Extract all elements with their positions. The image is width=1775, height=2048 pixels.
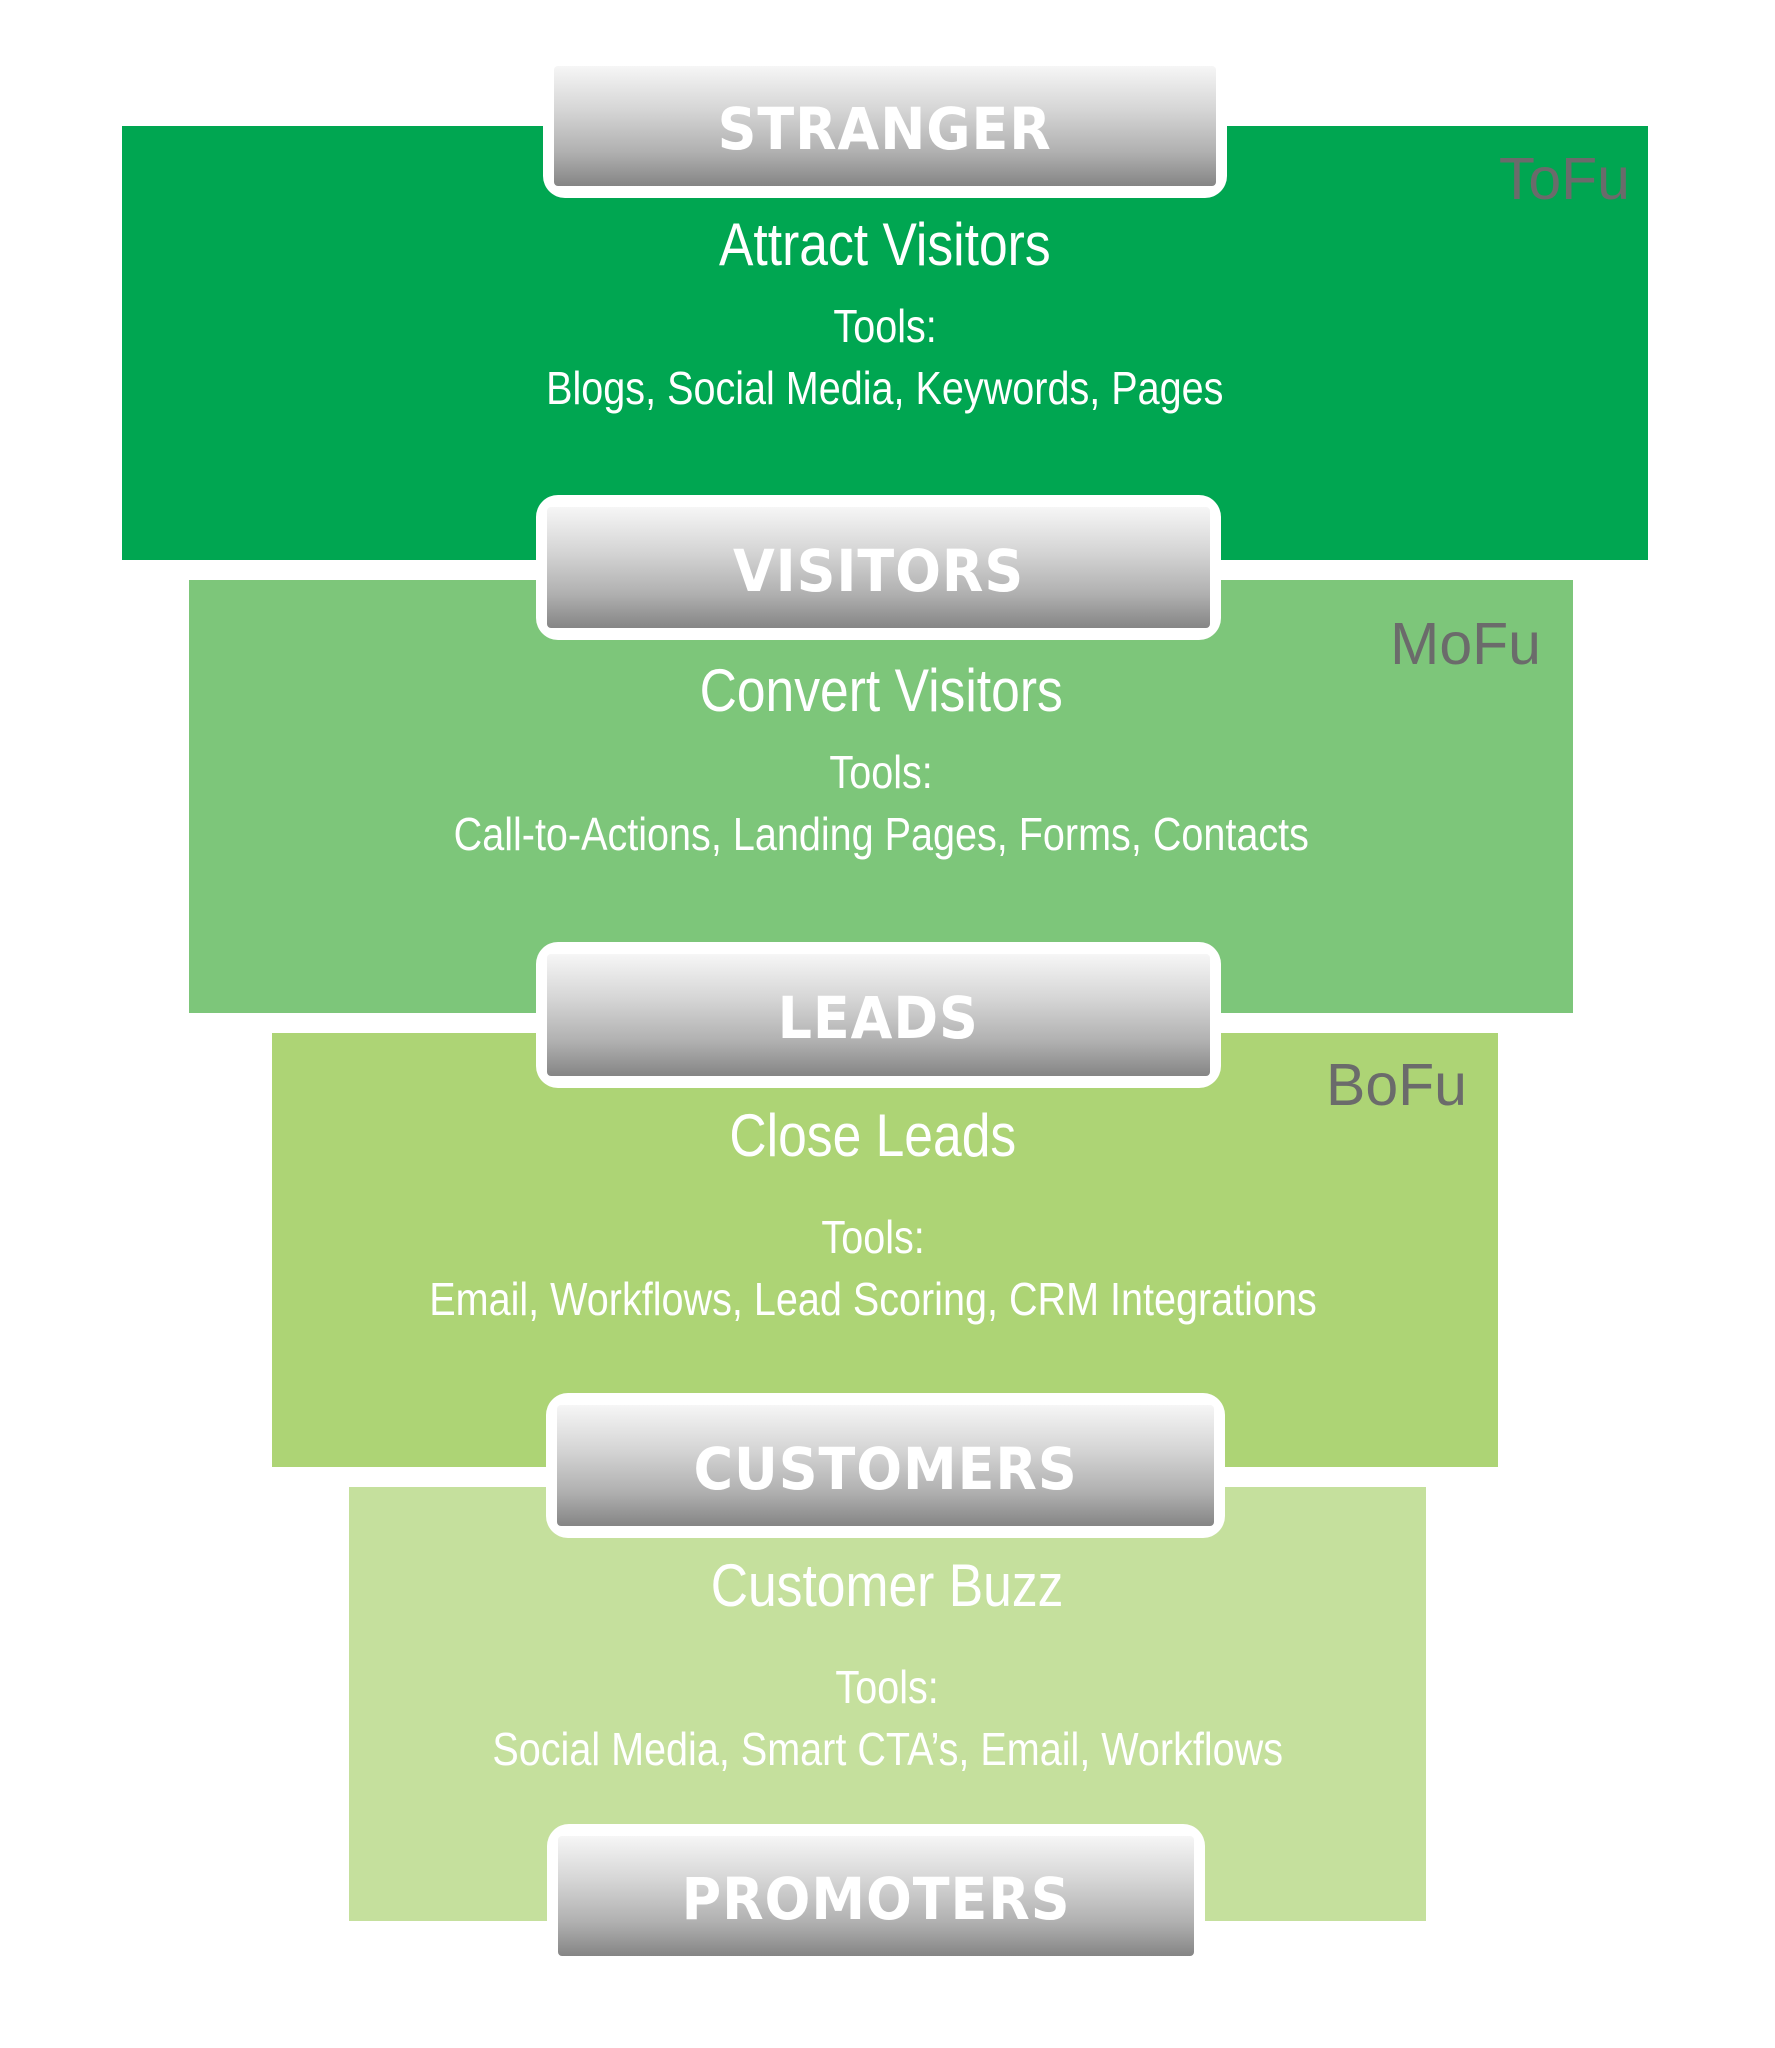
stage-content-close: Close Leads Tools: Email, Workflows, Lea… bbox=[248, 1102, 1498, 1325]
stage-heading: Attract Visitors bbox=[719, 211, 1051, 278]
stage-label-stranger: STRANGER bbox=[543, 54, 1227, 198]
stage-heading: Close Leads bbox=[729, 1102, 1017, 1169]
stage-box-close: BoFu Close Leads Tools: Email, Workflows… bbox=[272, 1033, 1498, 1467]
tools-list: Call-to-Actions, Landing Pages, Forms, C… bbox=[453, 808, 1309, 860]
tools-label: Tools: bbox=[821, 1211, 925, 1263]
funnel-tag-bofu: BoFu bbox=[1325, 1052, 1467, 1118]
stage-label-text: CUSTOMERS bbox=[693, 1434, 1078, 1503]
stage-content-delight: Customer Buzz Tools: Social Media, Smart… bbox=[349, 1552, 1426, 1775]
tools-label: Tools: bbox=[833, 300, 937, 352]
tools-list: Social Media, Smart CTA’s, Email, Workfl… bbox=[492, 1723, 1283, 1775]
funnel-tag-tofu: ToFu bbox=[1498, 146, 1630, 212]
stage-content-convert: Convert Visitors Tools: Call-to-Actions,… bbox=[189, 657, 1573, 860]
stage-label-inner: LEADS bbox=[547, 954, 1210, 1076]
stage-label-inner: VISITORS bbox=[547, 507, 1210, 628]
stage-label-leads: LEADS bbox=[536, 942, 1221, 1088]
stage-label-inner: PROMOTERS bbox=[558, 1836, 1194, 1956]
stage-label-visitors: VISITORS bbox=[536, 495, 1221, 640]
stage-label-inner: CUSTOMERS bbox=[557, 1405, 1214, 1526]
stage-label-text: VISITORS bbox=[732, 536, 1025, 605]
tools-label: Tools: bbox=[829, 746, 933, 798]
funnel-tag-mofu: MoFu bbox=[1390, 611, 1541, 677]
stage-box-convert: MoFu Convert Visitors Tools: Call-to-Act… bbox=[189, 580, 1573, 1013]
tools-list: Blogs, Social Media, Keywords, Pages bbox=[546, 362, 1224, 414]
tools-label: Tools: bbox=[835, 1661, 940, 1713]
stage-heading: Convert Visitors bbox=[699, 657, 1063, 724]
stage-label-customers: CUSTOMERS bbox=[546, 1393, 1225, 1538]
stage-content-attract: Attract Visitors Tools: Blogs, Social Me… bbox=[122, 211, 1648, 414]
stage-label-text: LEADS bbox=[777, 984, 980, 1052]
stage-label-promoters: PROMOTERS bbox=[547, 1824, 1205, 1968]
stage-label-text: PROMOTERS bbox=[681, 1865, 1071, 1933]
stage-box-attract: ToFu Attract Visitors Tools: Blogs, Soci… bbox=[122, 126, 1648, 560]
stage-heading: Customer Buzz bbox=[711, 1552, 1064, 1619]
tools-list: Email, Workflows, Lead Scoring, CRM Inte… bbox=[429, 1273, 1317, 1325]
stage-label-text: STRANGER bbox=[717, 95, 1053, 163]
stage-label-inner: STRANGER bbox=[554, 66, 1216, 186]
